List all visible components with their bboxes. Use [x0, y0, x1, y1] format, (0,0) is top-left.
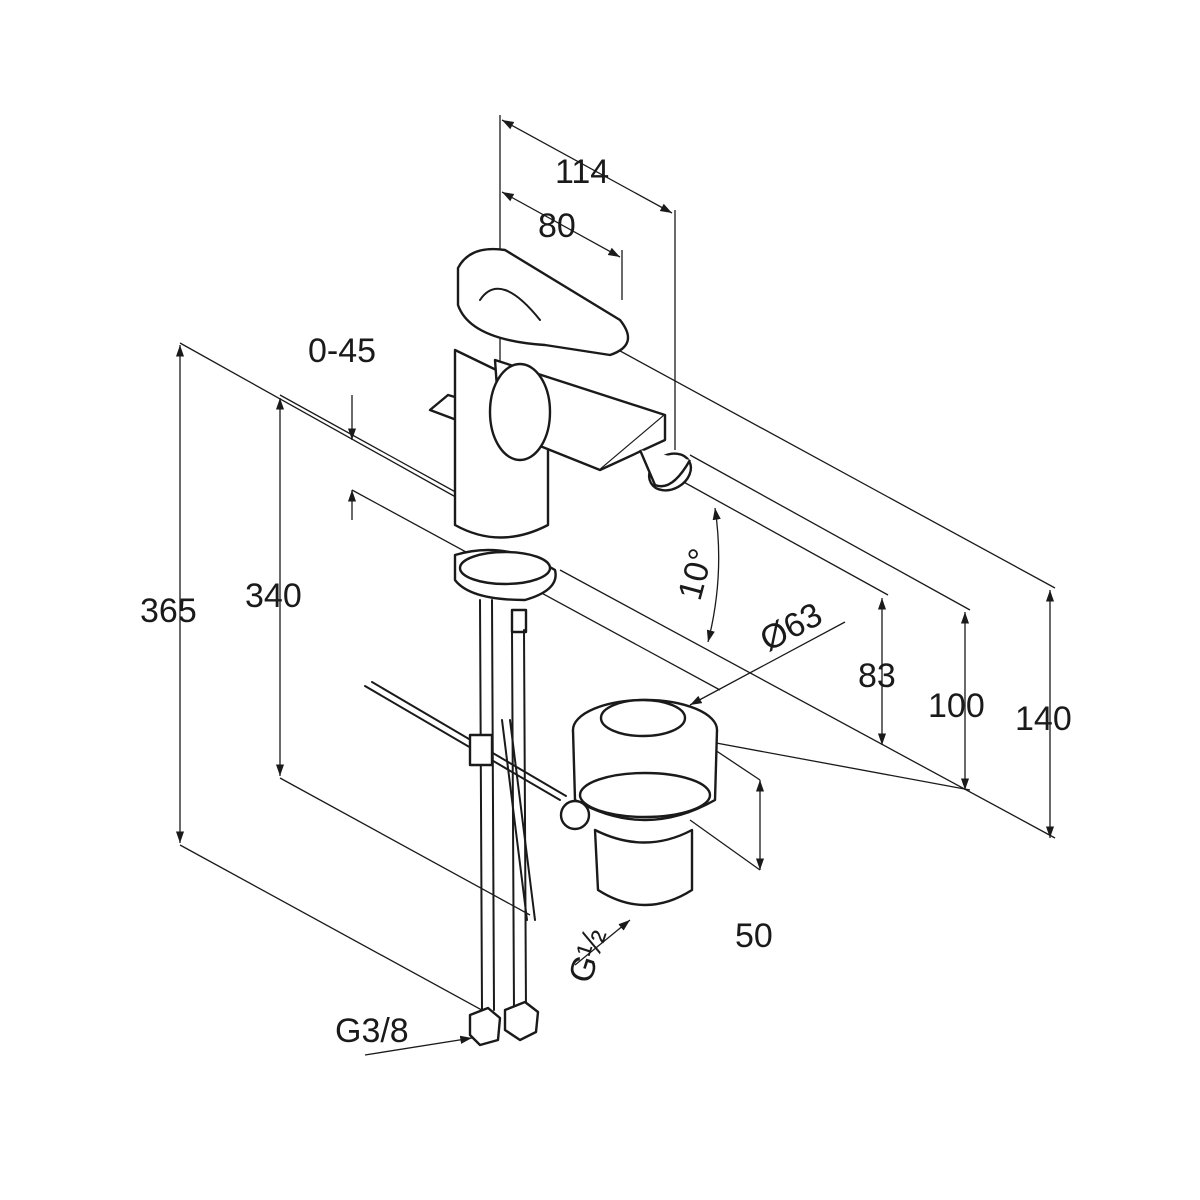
hoses-and-rod: [364, 599, 567, 1047]
dim-lever-angle: 0-45: [308, 332, 376, 370]
dim-diameter-63: Ø63: [754, 595, 829, 659]
dim-114: 114: [555, 153, 609, 191]
dim-340: 340: [245, 577, 302, 615]
faucet-body: [428, 247, 693, 634]
dimension-labels: 114 80 0-45 365 340 10° Ø63 83 100 140 5…: [140, 153, 1072, 1050]
dim-spout-angle: 10°: [671, 545, 721, 605]
dim-80: 80: [538, 207, 576, 245]
dim-100: 100: [928, 687, 985, 725]
dimension-lines: [175, 119, 1055, 1056]
thread-hoses-label: G3/8: [335, 1012, 409, 1050]
dim-83: 83: [858, 657, 896, 695]
pop-up-waste: [559, 698, 719, 907]
dim-140: 140: [1015, 700, 1072, 738]
dim-50: 50: [735, 917, 773, 955]
thread-waste-label: G½: [561, 924, 614, 988]
dim-365: 365: [140, 592, 197, 630]
